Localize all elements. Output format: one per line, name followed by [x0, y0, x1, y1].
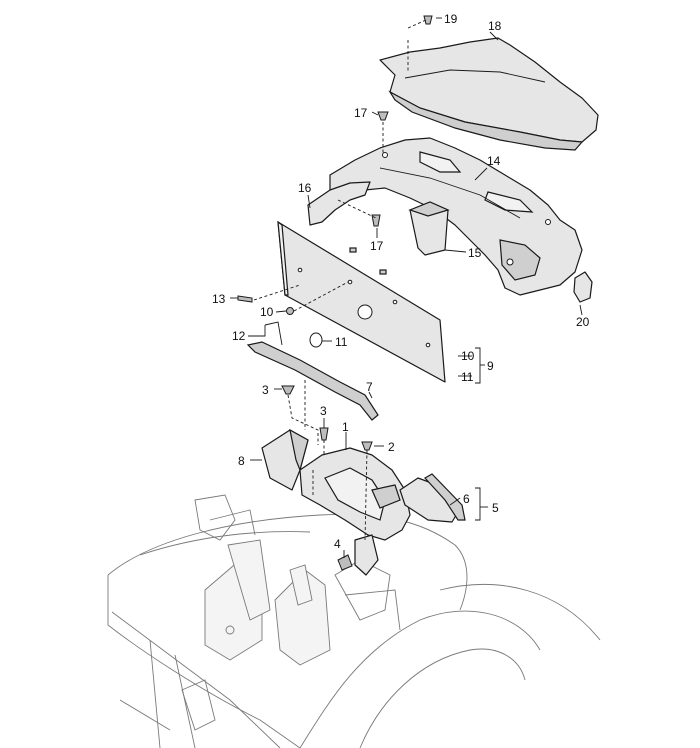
clip-17-upper [377, 111, 389, 121]
callout-10-right: 10 [461, 349, 475, 363]
callout-9: 9 [487, 359, 494, 373]
callout-20: 20 [576, 315, 590, 329]
callout-5: 5 [492, 501, 499, 515]
part-8-side-cover [261, 428, 309, 491]
callout-1: 1 [342, 420, 349, 434]
callout-13: 13 [212, 292, 226, 306]
clip-19 [423, 15, 433, 25]
callout-3-mid: 3 [320, 404, 327, 418]
rod-12 [264, 321, 283, 346]
part-20-clip [573, 271, 593, 303]
clip-17-lower [371, 214, 381, 227]
callout-4: 4 [334, 537, 341, 551]
clip-3-left [281, 385, 295, 395]
part-7-seal-strip [246, 341, 379, 421]
screw-13 [237, 295, 253, 303]
fasteners [237, 15, 433, 451]
callout-16: 16 [298, 181, 312, 195]
callout-3-left: 3 [262, 383, 269, 397]
part-14-bulkhead-trim [329, 137, 583, 296]
callout-14: 14 [487, 154, 501, 168]
callout-19: 19 [444, 12, 458, 26]
part-1-trim-panel [299, 447, 411, 541]
callout-18: 18 [488, 19, 502, 33]
callout-11-right: 11 [461, 370, 474, 384]
callout-7: 7 [366, 380, 373, 394]
part-10-11-rear-panel [277, 220, 446, 383]
part-4-retainer [337, 534, 379, 576]
part-6-panel [399, 473, 466, 523]
callout-8: 8 [238, 454, 245, 468]
callout-17-upper: 17 [354, 106, 368, 120]
callout-2: 2 [388, 440, 395, 454]
callout-10-left: 10 [260, 305, 274, 319]
callout-leaders [230, 17, 583, 558]
clip-2 [361, 441, 373, 451]
clip-3-mid [319, 427, 329, 441]
callout-17-lower: 17 [370, 239, 384, 253]
callout-numbers: 19 18 17 14 16 17 15 20 13 10 12 11 10 1… [212, 12, 590, 551]
callout-12: 12 [232, 329, 246, 343]
part-16-bracket [307, 181, 371, 226]
part-18-cover [379, 37, 599, 151]
assembly-lines [253, 19, 427, 541]
part-15-sleeve [408, 201, 450, 256]
ring-11 [309, 332, 323, 348]
nut-10 [286, 307, 294, 315]
callout-15: 15 [468, 246, 482, 260]
callout-11-left: 11 [335, 335, 348, 349]
callout-6: 6 [463, 492, 470, 506]
vehicle-outline [107, 494, 601, 748]
